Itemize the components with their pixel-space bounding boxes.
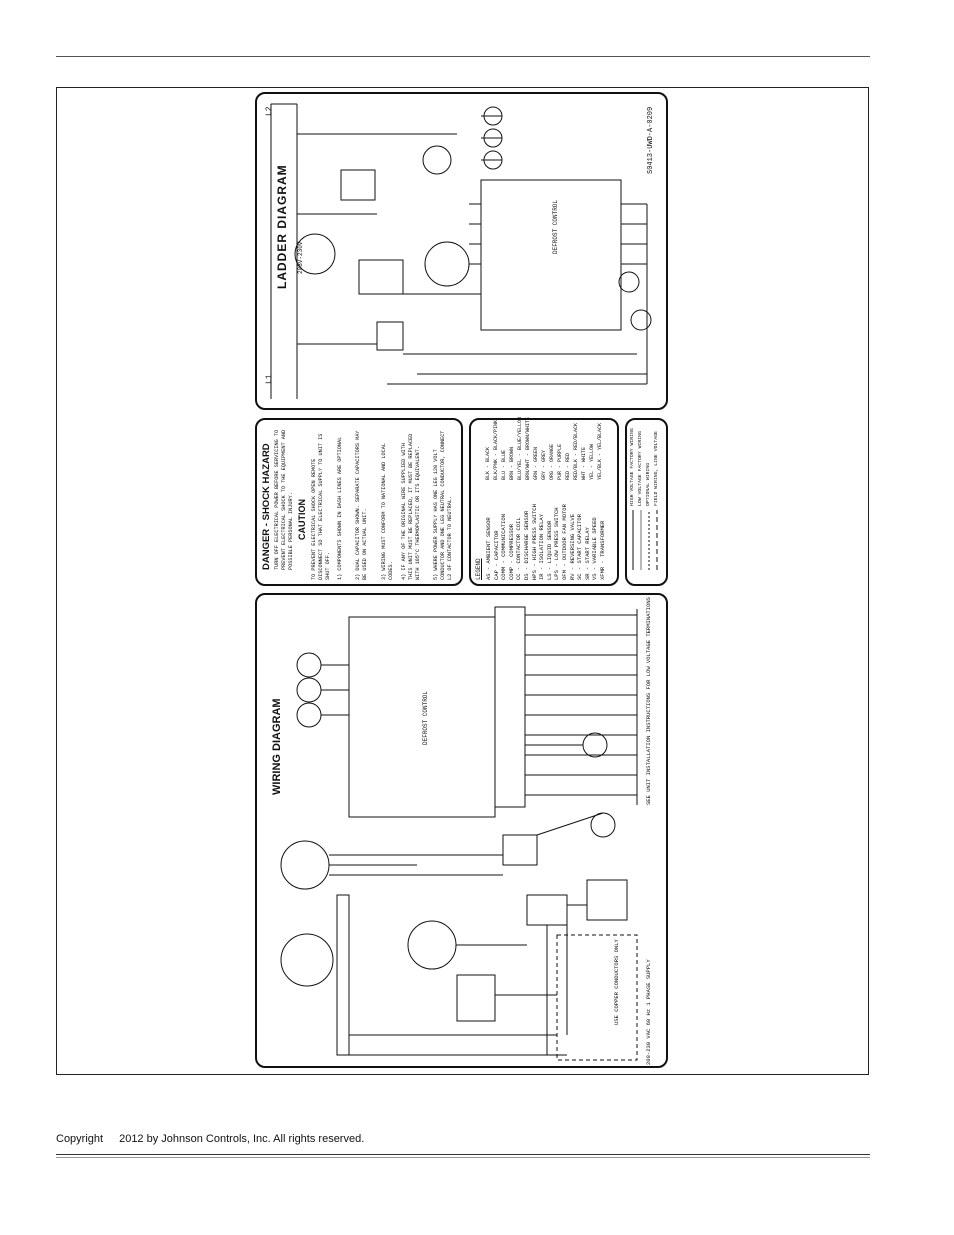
note-0: TO PREVENT ELECTRICAL SHOCK OPEN REMOTE … [311,433,331,580]
legend-item: IR - ISOLATION RELAY [538,513,546,580]
ladder-title: LADDER DIAGRAM [275,164,289,289]
legend-item: COMP - COMPRESSOR [507,523,515,580]
ladder-diagram-panel: DEFROST CONTROL L1 L2 LADDER DIAGRAM 208… [255,92,668,410]
legend-item: OFM - OUTDOOR FAN MOTOR [561,504,568,580]
warnings-panel: DANGER - SHOCK HAZARD TURN OFF ELECTRICA… [255,418,463,586]
header-rule [56,56,870,57]
color-code-item: BRN/WHT - BROWN/WHITE [525,416,531,480]
legend-item: RV - REVERSING VALVE [568,513,576,580]
legend-item: VS - VARIABLE SPEED [591,517,599,580]
legend-item: SR - START RELAY [583,527,591,580]
caution-title: CAUTION [297,499,307,540]
ladder-voltage: 208V-230V [297,241,304,274]
note-4: 4) IF ANY OF THE ORIGINAL WIRE SUPPLIED … [401,433,421,580]
color-code-item: BLU - BLUE [501,449,507,480]
legend-item: AS - AMBIENT SENSOR [485,517,492,580]
note-1: 1) COMPONENTS SHOWN IN DASH LINES ARE OP… [337,436,343,580]
color-code-item: GRN - GREEN [533,446,539,480]
wiring-title: WIRING DIAGRAM [271,698,283,795]
legend-item: SC - START CAPACITOR [576,513,584,580]
supply-note: USE COPPER CONDUCTORS ONLY [613,939,620,1025]
color-code-item: RED/BLK - RED/BLACK [573,422,579,480]
svg-text:DEFROST CONTROL: DEFROST CONTROL [422,691,429,745]
legend-item: COMM - COMMUNICATION [500,513,508,580]
legend-item: XFMR - TRANSFORMER [599,520,606,580]
wiring-diagram-panel: DEFROST CONTROL WIRING DIAGRAM USE COPPE… [255,593,668,1068]
wiring-diagram-drawing: DEFROST CONTROL [280,606,638,1061]
color-code-item: RED - RED [565,452,571,480]
copyright-label: Copyright [56,1133,104,1145]
color-code-item: PUR - PURPLE [557,443,563,480]
color-code-item: YEL/BLK - YEL/BLACK [597,422,603,480]
danger-title: DANGER - SHOCK HAZARD [261,443,272,570]
svg-text:L2: L2 [265,106,274,116]
color-code-item: BLK/PNK - BLACK/PINK [493,419,499,480]
danger-text: TURN OFF ELECTRICAL POWER BEFORE SERVICI… [274,429,294,570]
svg-text:L1: L1 [265,374,274,384]
color-code-item: ORG - ORANGE [549,443,555,480]
lv-note: SEE UNIT INSTALLATION INSTRUCTIONS FOR L… [645,597,652,805]
color-code-item: WHT - WHITE [581,446,587,480]
legend-title: LEGEND [475,558,482,580]
note-3: 3) WIRING MUST CONFORM TO NATIONAL AND L… [381,443,394,580]
part-number: S0413-UWD-A-0209 [647,106,655,174]
copyright: Copyright 2012 by Johnson Controls, Inc. … [56,1133,364,1145]
copyright-text: 2012 by Johnson Controls, Inc. All right… [119,1133,365,1145]
note-2: 2) DUAL CAPACITOR SHOWN. SEPARATE CAPACI… [355,430,368,580]
wire-types-drawing [632,510,658,570]
wire-type-item: OPTIONAL WIRING [646,462,651,506]
footer-rule-2 [56,1157,870,1158]
legend-item: HPS - HIGH PRESS SWITCH [530,504,538,580]
color-code-item: YEL - YELLOW [589,443,595,480]
color-code-item: BLU/YEL - BLUE/YELLOW [517,416,523,480]
supply-label: 208-230 VAC 60 Hz 1 PHASE SUPPLY [645,959,652,1065]
legend-item: LPS - LOW PRESS SWITCH [553,507,561,580]
color-code-item: BLK - BLACK [485,446,491,480]
ladder-diagram-drawing: DEFROST CONTROL L1 L2 [265,103,652,399]
svg-text:DEFROST CONTROL: DEFROST CONTROL [552,200,559,254]
wire-type-item: LOW VOLTAGE FACTORY WIRING [638,431,643,506]
wire-type-item: FIELD WIRING, LINE VOLTAGE [654,431,659,506]
wire-type-item: HIGH VOLTAGE FACTORY WIRING [630,428,635,506]
note-5: 5) WHERE POWER SUPPLY HAS ONE LEG 120 VO… [433,430,453,580]
legend-item: DS - DISCHARGE SENSOR [523,510,530,580]
legend-item: CAP - CAPACITOR [492,530,500,580]
color-code-item: BRN - BROWN [509,446,515,480]
color-code-item: GRY - GREY [541,449,547,480]
legend-item: CC - CONTACTOR COIL [515,517,523,580]
figure-frame: DEFROST CONTROL L1 L2 LADDER DIAGRAM 208… [56,87,869,1075]
legend-item: LS - LIQUID SENSOR [545,520,553,580]
footer-rule [56,1154,870,1155]
